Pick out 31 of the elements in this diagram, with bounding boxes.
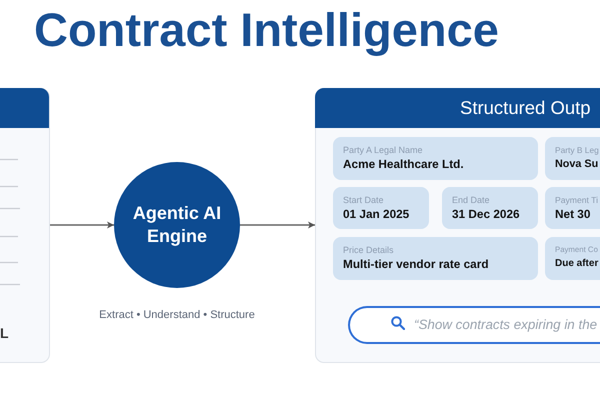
field-value: 31 Dec 2026	[452, 206, 520, 222]
field-label: Start Date	[343, 194, 384, 206]
field-card	[545, 137, 600, 180]
field-card	[333, 187, 429, 229]
field-label: Price Details	[343, 244, 394, 256]
field-value: Multi-tier vendor rate card	[343, 256, 489, 272]
field-label: Payment Ti	[555, 194, 598, 206]
field-card	[545, 187, 600, 229]
arrow	[50, 222, 114, 228]
field-value: 01 Jan 2025	[343, 206, 410, 222]
document-text: L	[0, 325, 9, 341]
document-panel	[0, 88, 50, 363]
engine-circle: Agentic AI Engine	[114, 162, 240, 288]
panel-header: Structured Outp	[315, 88, 600, 128]
field-value: Nova Su	[555, 157, 598, 172]
search-placeholder: “Show contracts expiring in the	[414, 317, 598, 332]
field-value: Acme Healthcare Ltd.	[343, 156, 464, 172]
field-card	[442, 187, 538, 229]
field-card	[333, 237, 538, 280]
field-card	[545, 237, 600, 280]
node-caption: Extract • Understand • Structure	[99, 309, 255, 321]
arrow	[240, 222, 315, 228]
field-value: Net 30	[555, 206, 590, 222]
diagram-title: Contract Intelligence	[34, 3, 499, 58]
output-panel	[315, 88, 600, 363]
search-field	[348, 306, 600, 344]
field-label: Party A Legal Name	[343, 144, 423, 156]
field-label: Party B Leg	[555, 144, 599, 156]
field-card	[333, 137, 538, 180]
field-label: End Date	[452, 194, 490, 206]
field-value: Due after	[555, 257, 598, 271]
